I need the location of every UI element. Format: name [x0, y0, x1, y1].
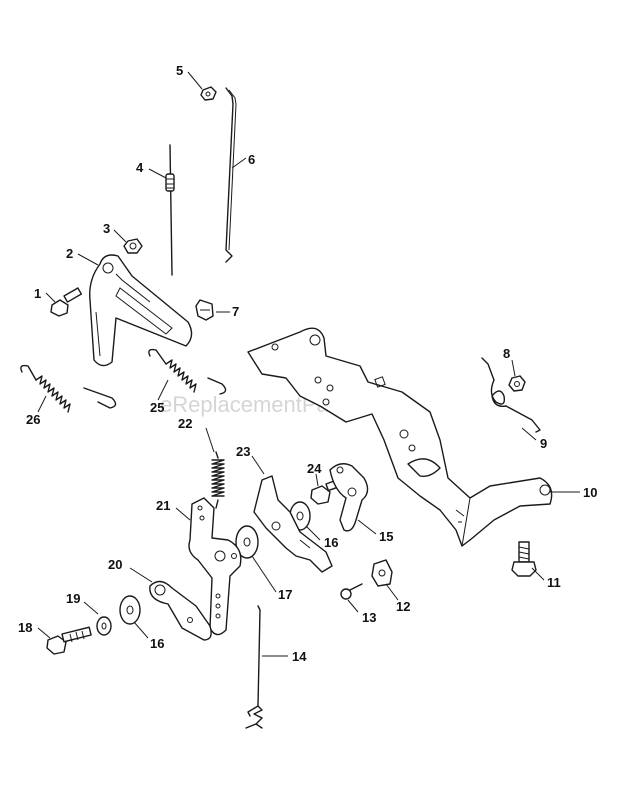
part-10-bracket: [247, 327, 553, 547]
callout-3: 3: [103, 221, 110, 236]
part-21-lever: [188, 497, 242, 636]
callout-12: 12: [396, 599, 410, 614]
part-17-washer: [235, 525, 259, 559]
part-1-bolt: [50, 287, 83, 317]
callout-2: 2: [66, 246, 73, 261]
callout-11: 11: [547, 575, 561, 590]
callout-8: 8: [503, 346, 510, 361]
part-3-nut: [123, 238, 143, 254]
part-4-rod: [165, 144, 175, 276]
callout-23: 23: [236, 444, 250, 459]
callout-22: 22: [178, 416, 192, 431]
part-7-clip: [195, 299, 214, 321]
callout-14: 14: [292, 649, 307, 664]
callout-5: 5: [176, 63, 183, 78]
part-5-nut: [200, 86, 217, 101]
callout-4: 4: [136, 160, 144, 175]
callout-6: 6: [248, 152, 255, 167]
part-16-washer-lower: [119, 595, 141, 625]
part-8-nut: [508, 375, 526, 392]
part-15-lever: [329, 463, 369, 532]
callout-18: 18: [18, 620, 32, 635]
callout-26: 26: [26, 412, 40, 427]
callout-10: 10: [583, 485, 597, 500]
callout-16-upper: 16: [324, 535, 338, 550]
part-20-bracket: [149, 580, 212, 641]
callout-1: 1: [34, 286, 41, 301]
leader-lines: [37, 71, 580, 657]
part-22-spring: [211, 451, 225, 509]
callout-25: 25: [150, 400, 164, 415]
part-26-spring: [20, 364, 117, 413]
part-11-bolt: [511, 541, 537, 577]
part-23-bracket: [253, 475, 333, 573]
part-9-spring: [481, 357, 541, 433]
callout-15: 15: [379, 529, 393, 544]
part-6-rod: [225, 87, 237, 263]
part-14-rod: [245, 605, 263, 729]
callout-19: 19: [66, 591, 80, 606]
part-13-screw: [340, 583, 363, 600]
part-2-lever: [89, 254, 193, 367]
part-19-washer: [96, 616, 112, 636]
callout-17: 17: [278, 587, 292, 602]
callout-7: 7: [232, 304, 239, 319]
callout-24: 24: [307, 461, 322, 476]
part-25-spring: [148, 348, 227, 395]
callout-21: 21: [156, 498, 170, 513]
callout-9: 9: [540, 436, 547, 451]
callout-16-lower: 16: [150, 636, 164, 651]
callout-labels: 5 6 4 3 2 1 7 8 9 10 11 12 13 14 15 16 1…: [18, 63, 597, 664]
callout-20: 20: [108, 557, 122, 572]
part-12-clip: [371, 559, 393, 587]
callout-13: 13: [362, 610, 376, 625]
part-18-bolt: [46, 626, 92, 655]
